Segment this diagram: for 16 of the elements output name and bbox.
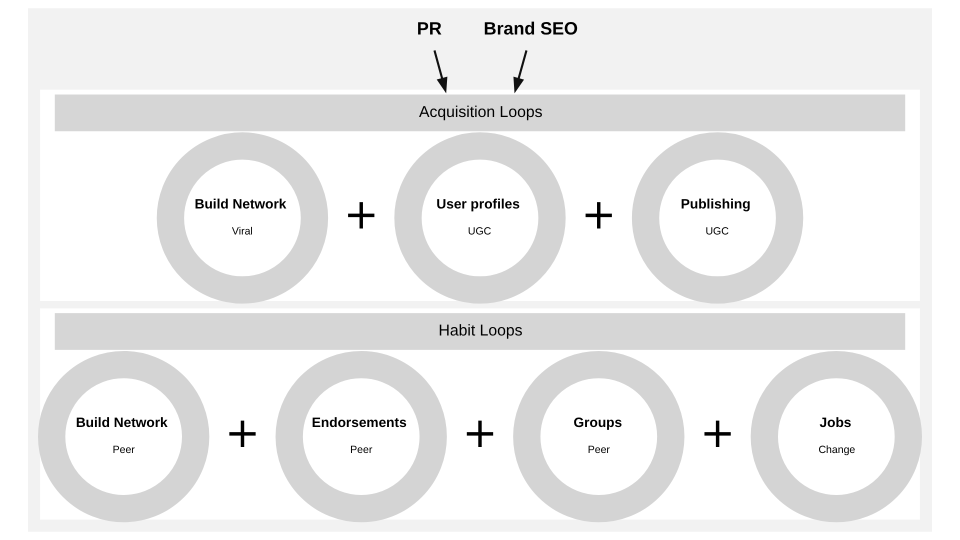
- label: +: [700, 408, 736, 458]
- node-circle: Build Network Viral: [156, 132, 328, 304]
- arrow: [433, 50, 448, 94]
- label: +: [344, 189, 379, 238]
- node-circle: Jobs Change: [750, 350, 922, 522]
- label: +: [581, 189, 616, 238]
- node-circle: Endorsements Peer: [276, 350, 447, 522]
- node-text: Brand SEO: [484, 18, 578, 39]
- label: +: [224, 408, 260, 458]
- node-text: PR: [416, 18, 442, 39]
- node-circle: Publishing UGC: [632, 132, 804, 304]
- node-circle: User profiles UGC: [394, 132, 566, 304]
- label: +: [462, 408, 498, 458]
- arrow: [513, 50, 528, 94]
- node-circle: Build Network Peer: [38, 350, 210, 522]
- node-circle: Groups Peer: [513, 350, 684, 522]
